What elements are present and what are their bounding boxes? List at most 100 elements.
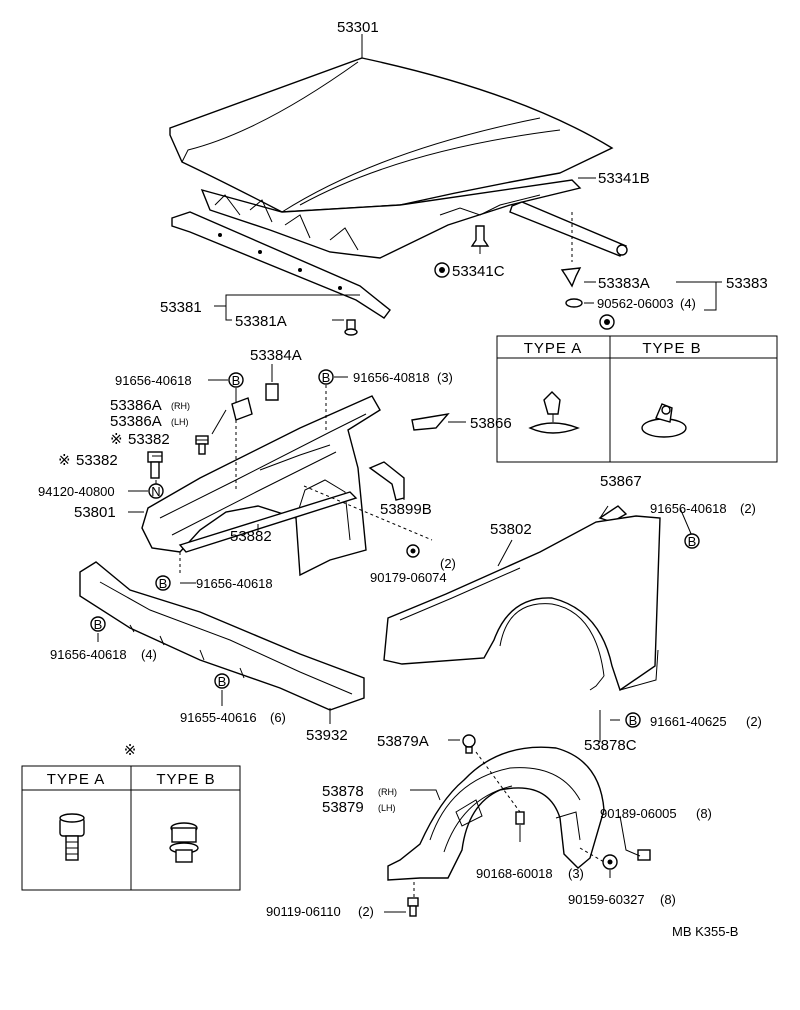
svg-text:B: B [688, 534, 697, 549]
svg-text:B: B [322, 370, 331, 385]
label-90159-qty: (8) [660, 892, 676, 907]
marker-b-6: B [214, 673, 230, 689]
wheel-liner-panel [387, 746, 605, 881]
label-53932: 53932 [306, 727, 348, 744]
label-91656-40818-qty: (3) [437, 370, 453, 385]
clip-type-b-icon [641, 403, 687, 438]
screw-90119-icon [407, 897, 419, 917]
label-hood: 53301 [337, 19, 379, 36]
label-53878-rh: 53878 [322, 783, 364, 800]
svg-text:B: B [94, 617, 103, 632]
label-91661: 91661-40625 [650, 714, 727, 729]
apron-seal-strip [178, 491, 358, 553]
screw-90168-icon [515, 811, 525, 825]
label-90119: 90119-06110 [266, 904, 341, 919]
label-91656-40618-b: 91656-40618 [196, 576, 273, 591]
label-90168-qty: (3) [568, 866, 584, 881]
label-53882: 53882 [230, 528, 272, 545]
label-90168: 90168-60018 [476, 866, 553, 881]
label-90119-qty: (2) [358, 904, 374, 919]
type-table-bottom: ※ TYPE A TYPE B [21, 742, 241, 891]
label-91655-qty: (6) [270, 710, 286, 725]
label-90179: 90179-06074 [370, 570, 447, 585]
bracket-53386a-icon [231, 397, 253, 421]
label-star-a: ※ [110, 431, 123, 448]
label-90562-qty: (4) [680, 296, 696, 311]
label-91656-40618-d: 91656-40618 [50, 647, 127, 662]
bolt-53381a-icon [344, 319, 358, 336]
label-53386a-lh: 53386A [110, 413, 162, 430]
lower-seal-panel [79, 561, 365, 711]
bracket-53866-icon [411, 412, 450, 431]
label-91655: 91655-40616 [180, 710, 257, 725]
label-91656-40618-a: 91656-40618 [115, 373, 192, 388]
hood-panel [169, 57, 614, 213]
label-53382-a: 53382 [128, 431, 170, 448]
hood-inner-frame [200, 179, 582, 259]
type-b-header-bottom: TYPE B [156, 771, 215, 788]
hood-clip-icon [470, 225, 490, 247]
svg-text:N: N [151, 484, 160, 499]
type-a-header: TYPE A [524, 340, 583, 357]
label-90189: 90189-06005 [600, 806, 677, 821]
label-53802: 53802 [490, 521, 532, 538]
type-table-top: TYPE A TYPE B [496, 335, 778, 463]
marker-b-2: B [318, 369, 334, 385]
bracket-53899b-icon [368, 461, 405, 501]
label-91656-40818: 91656-40818 [353, 370, 430, 385]
marker-b-7: B [625, 712, 641, 728]
label-53879a: 53879A [377, 733, 429, 750]
label-91656-40618-c: 91656-40618 [650, 501, 727, 516]
bolt-type-a-icon [59, 813, 85, 861]
label-53801: 53801 [74, 504, 116, 521]
label-53878c: 53878C [584, 737, 637, 754]
label-53383a: 53383A [598, 275, 650, 292]
label-90179-qty: (2) [440, 556, 456, 571]
clip-type-a-icon [528, 391, 580, 434]
label-53381: 53381 [160, 299, 202, 316]
label-53386a-rh: 53386A [110, 397, 162, 414]
clip-53383a-icon [560, 267, 582, 288]
label-91656-40618-d-qty: (4) [141, 647, 157, 662]
screw-90189-icon [637, 849, 651, 861]
bolt-53382-icon [195, 435, 209, 455]
label-53866: 53866 [470, 415, 512, 432]
marker-b-5: B [90, 616, 106, 632]
label-53382-b: 53382 [76, 452, 118, 469]
label-53867: 53867 [600, 473, 642, 490]
label-star-b: ※ [58, 452, 71, 469]
nut-90179-icon [406, 544, 420, 558]
bolt-type-b-icon [169, 822, 199, 863]
hood-seal-bar [509, 201, 628, 257]
marker-b-4: B [684, 533, 700, 549]
marker-b-3: B [155, 575, 171, 591]
bracket-53384a-icon [265, 383, 279, 401]
fender-panel [383, 515, 661, 692]
type-table-star: ※ [124, 742, 137, 759]
footer-code: MB K355-B [672, 924, 738, 939]
label-53899b: 53899B [380, 501, 432, 518]
label-53879-lh-side: (LH) [378, 803, 396, 813]
marker-b-1: B [228, 372, 244, 388]
nut-90159-icon [602, 854, 618, 870]
hood-lock-support [171, 211, 391, 319]
type-b-header: TYPE B [642, 340, 701, 357]
clip-53879a-icon [462, 734, 476, 754]
label-90562: 90562-06003 [597, 296, 674, 311]
label-53341b: 53341B [598, 170, 650, 187]
marker-circle-icon [599, 314, 615, 330]
label-53386a-rh-side: (RH) [171, 401, 190, 411]
label-91656-40618-c-qty: (2) [740, 501, 756, 516]
type-a-header-bottom: TYPE A [47, 771, 106, 788]
label-53381a: 53381A [235, 313, 287, 330]
label-53384a: 53384A [250, 347, 302, 364]
label-94120: 94120-40800 [38, 484, 115, 499]
washer-icon [565, 298, 583, 308]
label-53383: 53383 [726, 275, 768, 292]
label-90189-qty: (8) [696, 806, 712, 821]
label-90159: 90159-60327 [568, 892, 645, 907]
label-53341c: 53341C [452, 263, 505, 280]
marker-n: N [148, 483, 164, 499]
label-53386a-lh-side: (LH) [171, 417, 189, 427]
